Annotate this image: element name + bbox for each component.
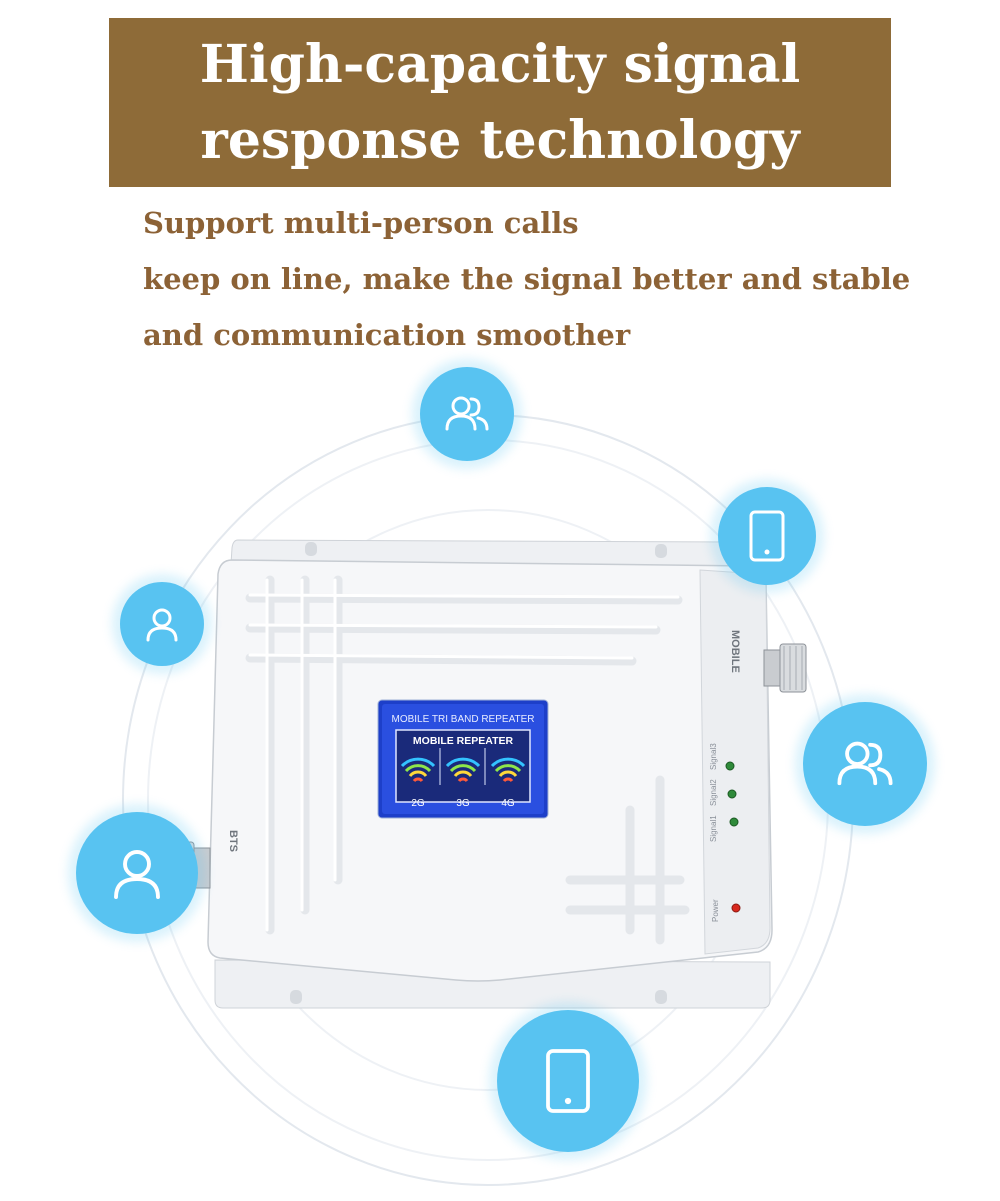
band-signal-3g [445, 757, 481, 783]
repeater-device: MOBILE TRI BAND REPEATER MOBILE REPEATER… [165, 539, 807, 1009]
banner-title-line-2: response technology [200, 109, 800, 171]
title-banner: High-capacity signal response technology [109, 18, 891, 187]
banner-title-line-1: High-capacity signal [199, 33, 801, 95]
user-icon [146, 608, 178, 642]
band-label-4g: 4G [501, 798, 515, 809]
band-signal-4g [490, 757, 526, 783]
band-signal-2g [400, 757, 436, 783]
port-label-mobile: MOBILE [729, 630, 741, 673]
users-icon [445, 396, 489, 431]
led-label-signal2: Signal2 [709, 779, 718, 806]
bubble-phone-right-top [718, 487, 816, 585]
led-label-signal1: Signal1 [709, 815, 718, 842]
mobile-phone-icon [749, 510, 785, 562]
users-icon [837, 741, 893, 786]
led-label-signal3: Signal3 [709, 743, 718, 770]
feature-description: Support multi-person calls keep on line,… [143, 195, 910, 363]
bubble-phone-bottom [497, 1010, 639, 1152]
user-icon [114, 850, 160, 899]
port-label-bts: BTS [227, 830, 239, 852]
mobile-phone-icon [546, 1049, 590, 1113]
bubble-users-top [420, 367, 514, 461]
feature-line-3: and communication smoother [143, 318, 631, 352]
screen-subtitle: MOBILE REPEATER [413, 735, 514, 747]
power-label: Power [711, 899, 720, 922]
bubble-user-left [120, 582, 204, 666]
feature-line-1: Support multi-person calls [143, 206, 579, 240]
signal-diagram: MOBILE TRI BAND REPEATER MOBILE REPEATER… [0, 360, 1000, 1201]
bubble-user-left-bottom [76, 812, 198, 934]
screen-title: MOBILE TRI BAND REPEATER [392, 714, 535, 725]
mobile-port-connector [763, 643, 807, 693]
band-label-2g: 2G [411, 798, 425, 809]
bubble-users-right [803, 702, 927, 826]
band-label-3g: 3G [456, 798, 470, 809]
led-indicators [725, 761, 741, 913]
feature-line-2: keep on line, make the signal better and… [143, 262, 911, 296]
